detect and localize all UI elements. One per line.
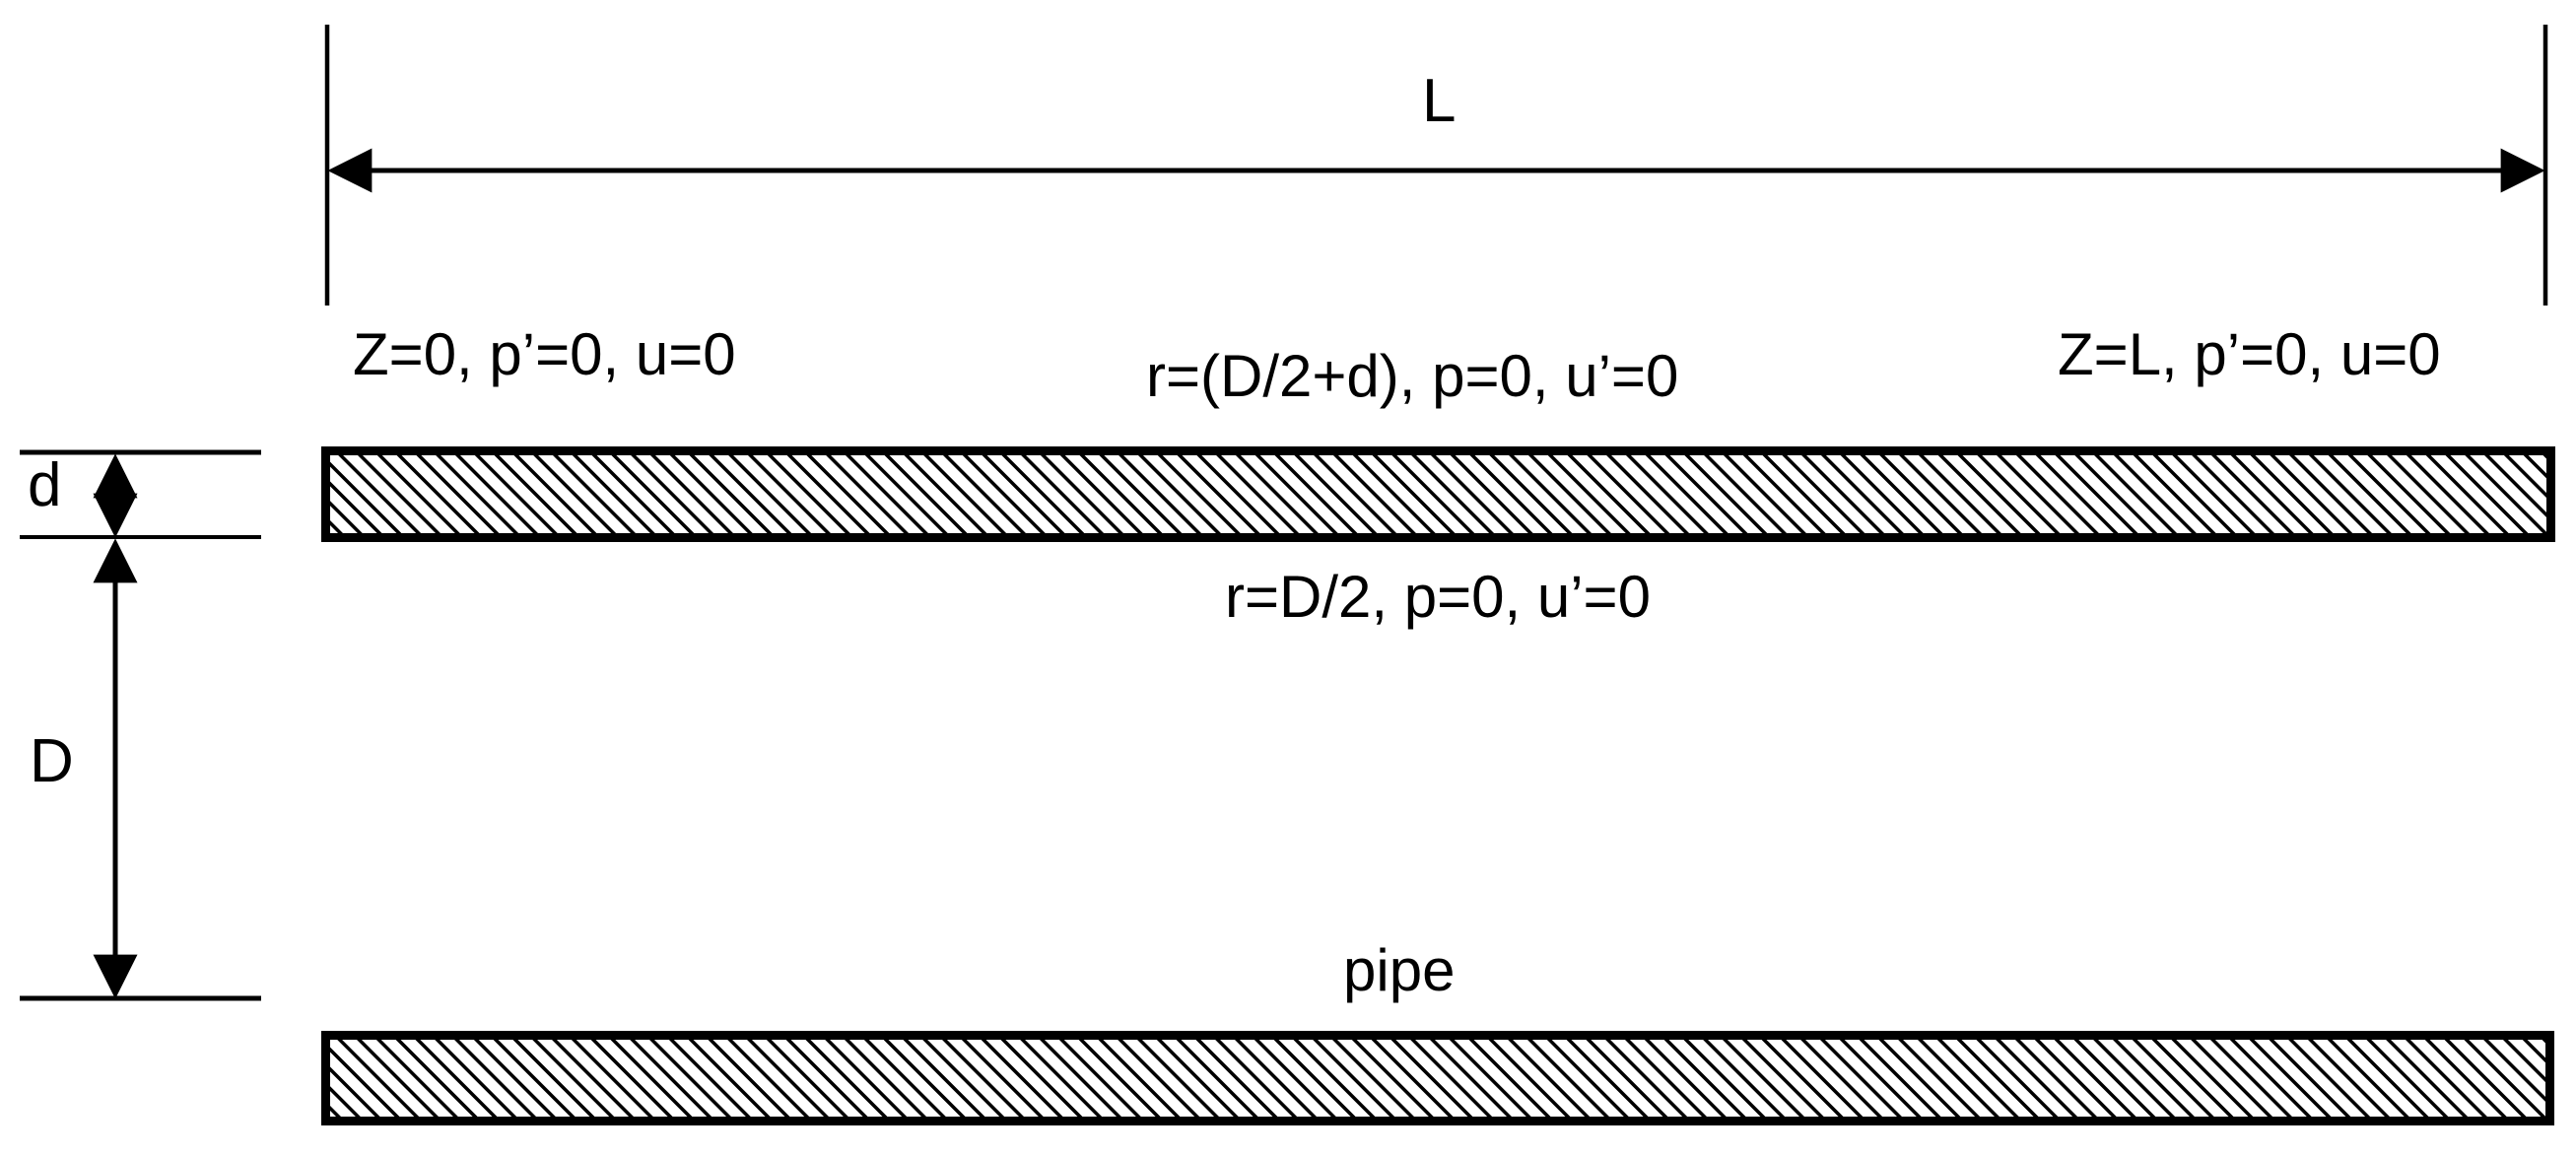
length-dimension-label: L xyxy=(1422,67,1457,135)
diameter-dimension-label: D xyxy=(30,727,74,795)
outer-radius-boundary-condition-label: r=(D/2+d), p=0, u’=0 xyxy=(1146,343,1679,409)
top-pipe-wall xyxy=(321,446,2555,542)
inner-radius-boundary-condition-label: r=D/2, p=0, u’=0 xyxy=(1225,564,1651,630)
pipe-label: pipe xyxy=(1343,937,1456,1003)
inlet-boundary-condition-label: Z=0, p’=0, u=0 xyxy=(353,321,736,387)
gap-dimension-label: d xyxy=(28,451,62,519)
bottom-pipe-wall xyxy=(321,1031,2554,1125)
outlet-boundary-condition-label: Z=L, p’=0, u=0 xyxy=(2058,321,2441,387)
